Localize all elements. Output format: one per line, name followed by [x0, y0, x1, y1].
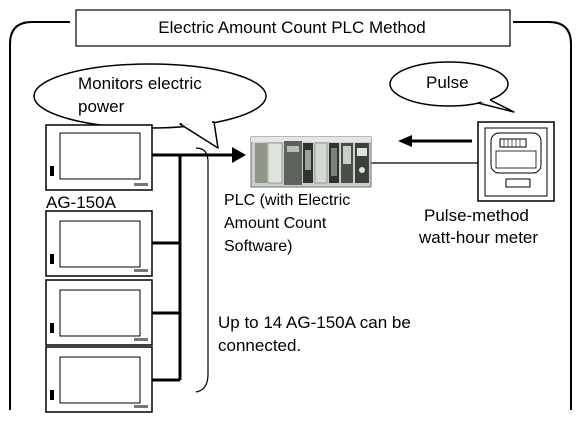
meter-label-line1: Pulse-method — [424, 206, 529, 225]
meter-label-line2: watt-hour meter — [419, 228, 539, 247]
pulse-callout — [389, 61, 515, 113]
touch-panel-icon — [45, 346, 153, 413]
touch-panel-icon — [45, 124, 153, 191]
capacity-note-line2: connected. — [218, 336, 302, 355]
bus-wiring — [152, 153, 205, 382]
terminal-bracket — [195, 147, 209, 393]
plc-label-line3: Software) — [224, 238, 293, 255]
capacity-note-line1: Up to 14 AG-150A can be — [218, 313, 411, 332]
pulse-arrow-icon — [398, 135, 472, 147]
outer-frame — [9, 21, 572, 410]
monitor-callout-line2: power — [78, 97, 125, 116]
monitor-callout — [33, 63, 267, 149]
plc-label-line1: PLC (with Electric — [224, 192, 351, 209]
monitor-callout-line1: Monitors electric — [78, 74, 202, 93]
plc-rack-icon — [250, 136, 372, 188]
pulse-callout-label: Pulse — [426, 73, 469, 92]
title-box — [75, 9, 511, 47]
arrow-icon — [205, 147, 246, 163]
plc-label-line2: Amount Count — [224, 215, 327, 232]
terminal-label: AG-150A — [46, 193, 116, 212]
touch-panel-icon — [45, 279, 153, 346]
touch-panel-icon — [45, 210, 153, 277]
page-title: Electric Amount Count PLC Method — [158, 18, 426, 37]
watt-hour-meter-icon — [477, 121, 555, 202]
